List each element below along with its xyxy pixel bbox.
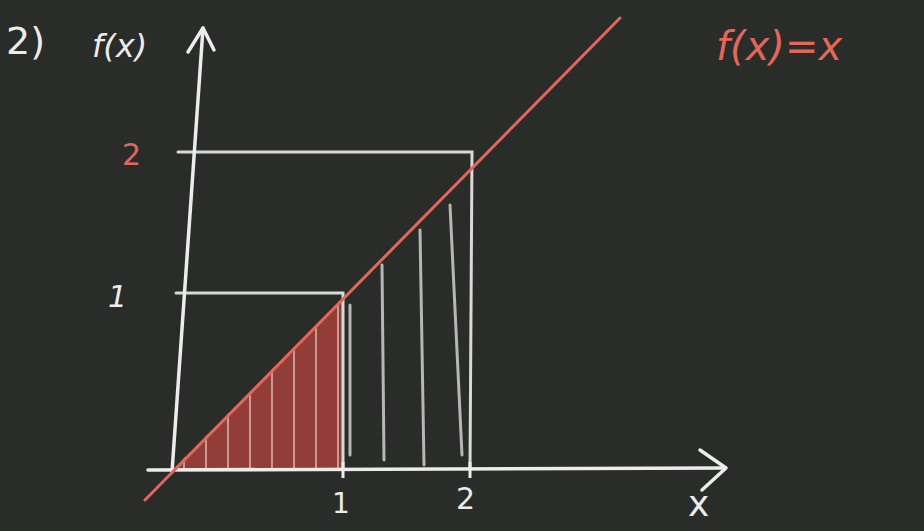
axes xyxy=(148,28,726,490)
tick-label: 2 xyxy=(456,484,475,514)
tick-label: 1 xyxy=(108,282,127,312)
axis-label: x xyxy=(688,486,709,522)
tick-marks xyxy=(343,462,470,478)
function-line xyxy=(145,18,620,500)
area-hatching xyxy=(350,205,462,465)
tick-label: 2 xyxy=(122,140,141,170)
problem-number: 2) xyxy=(6,22,45,60)
axis-label: f(x) xyxy=(92,30,147,62)
function-formula: f(x)=x xyxy=(716,26,842,66)
tick-label: 1 xyxy=(332,490,350,518)
